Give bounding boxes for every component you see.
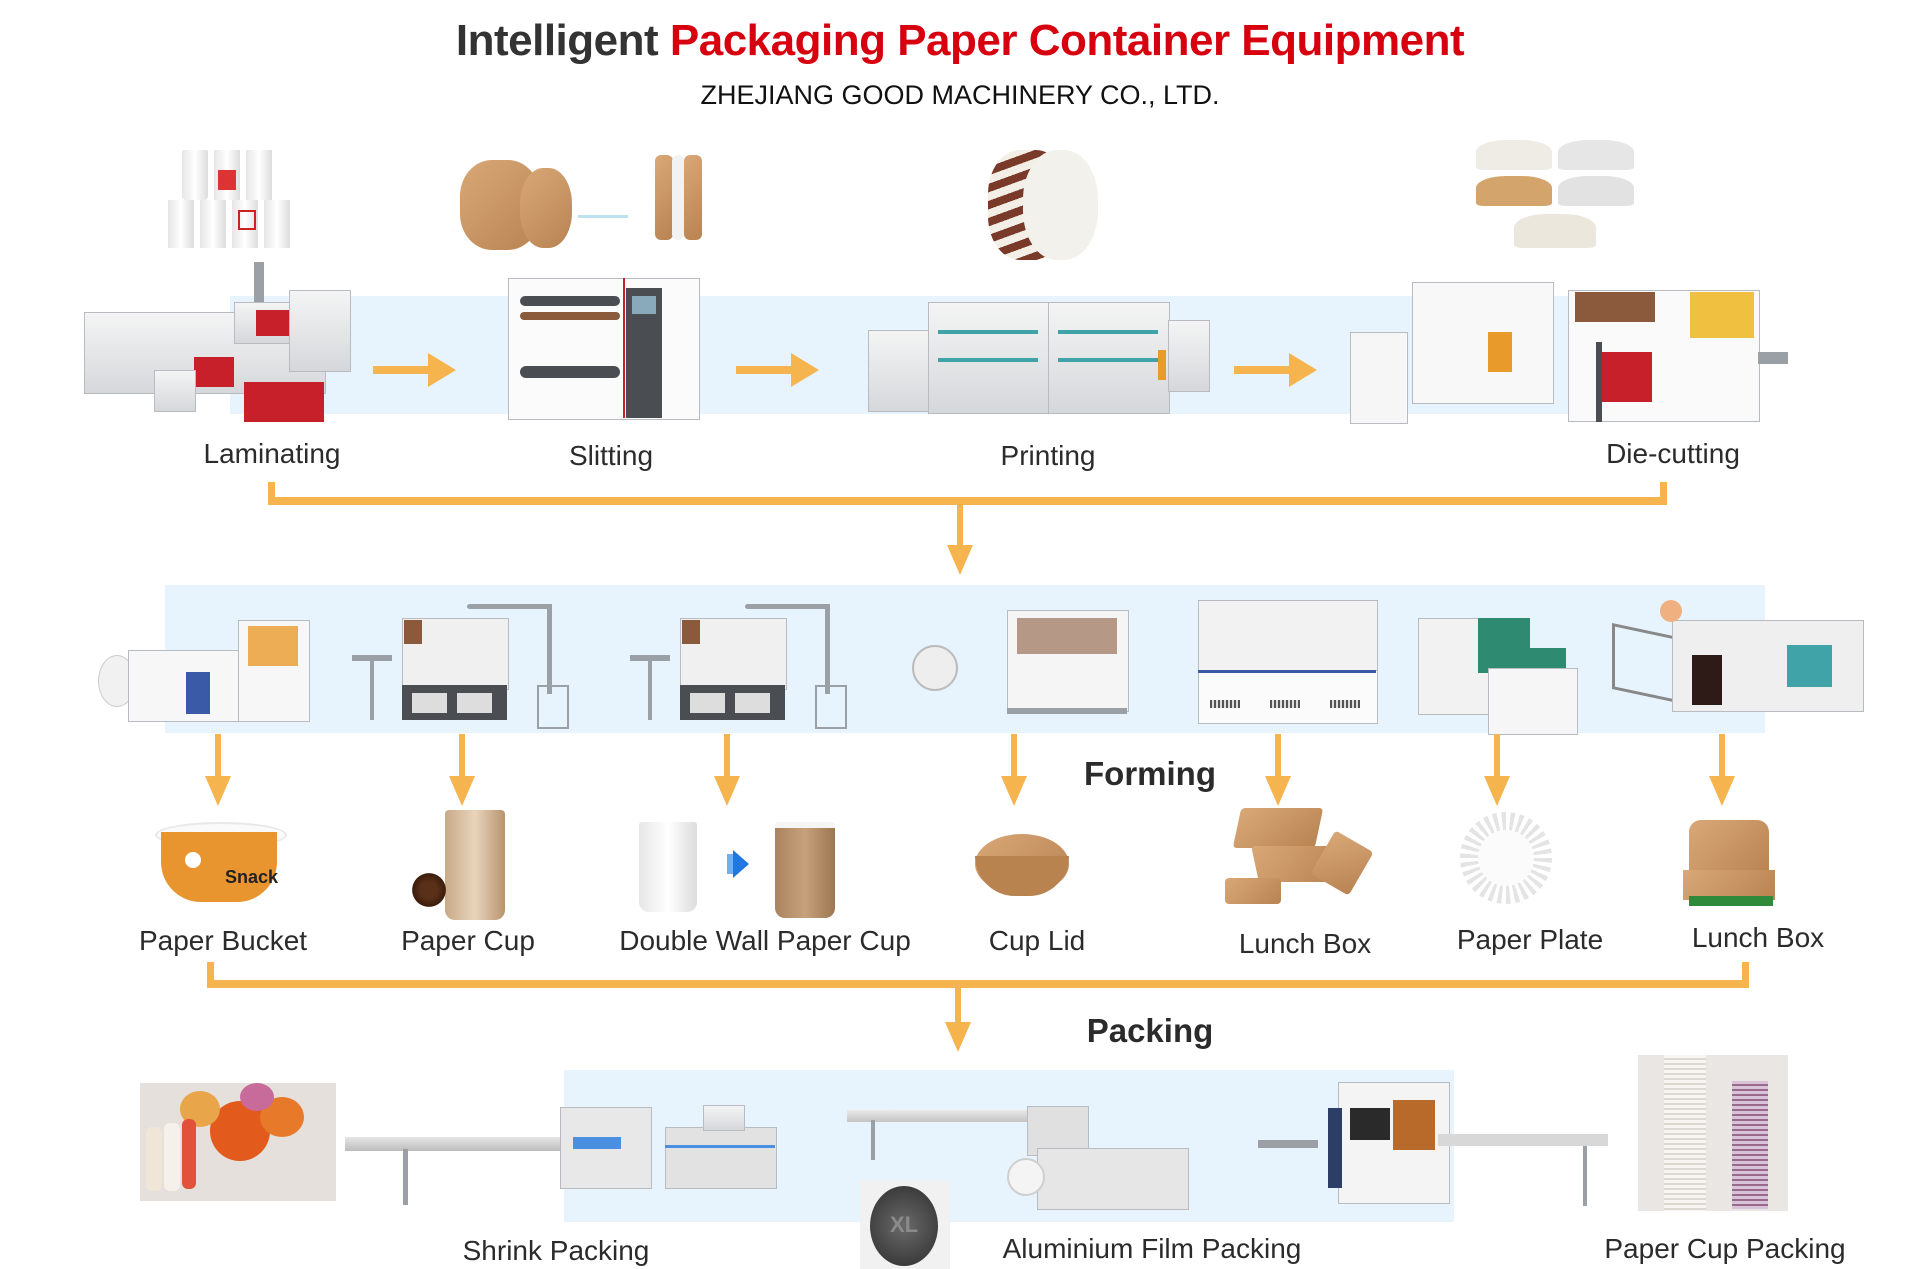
lid-badge-text: XL	[890, 1212, 919, 1237]
arrow-down-shaft	[1719, 734, 1725, 778]
title-red-part: Packaging Paper Container Equipment	[669, 16, 1465, 65]
burger-box-image	[1683, 820, 1778, 910]
xl-lid-photo: XL	[860, 1180, 950, 1269]
food-tray-image	[1225, 808, 1375, 908]
arrow-down-icon	[449, 776, 475, 806]
product-label-paper-cup: Paper Cup	[401, 925, 535, 956]
kraft-rolls-image	[460, 155, 740, 250]
title-dark-part: Intelligent	[455, 16, 659, 65]
double-wall-cup-machine-image	[630, 600, 870, 735]
bracket-right-leg	[1742, 962, 1749, 988]
arrow-down-icon	[1001, 776, 1027, 806]
paper-cup-machine-image	[352, 600, 592, 735]
arrow-down-icon	[1484, 776, 1510, 806]
burger-box-machine-image	[1612, 600, 1882, 730]
arrow-down-shaft	[1275, 734, 1281, 778]
arrow-down-shaft	[459, 734, 465, 778]
packing-label-paper-cup-packing: Paper Cup Packing	[1604, 1233, 1846, 1264]
paper-plate-image	[1460, 812, 1555, 907]
paper-cup-image	[410, 810, 520, 920]
arrow-down-shaft	[215, 734, 221, 778]
paper-bucket-machine-image	[98, 600, 310, 730]
arrow-down-icon	[945, 1022, 971, 1052]
printed-cups-image	[160, 150, 310, 250]
arrow-down-shaft	[724, 734, 730, 778]
arrow-down-icon	[947, 545, 973, 575]
noodle-cups-photo	[140, 1083, 336, 1201]
paper-plate-machine-image	[1418, 598, 1578, 738]
arrow-down-icon	[1265, 776, 1291, 806]
arrow-right-icon	[1289, 353, 1317, 387]
paper-bucket-image: Snack	[155, 822, 287, 912]
bagged-cups-photo	[1638, 1055, 1788, 1211]
cup-fans-image	[1468, 138, 1638, 253]
step-label-die-cutting: Die-cutting	[1606, 438, 1740, 469]
product-label-paper-bucket: Paper Bucket	[138, 925, 308, 956]
bracket-left-leg	[207, 962, 214, 988]
packing-label-aluminium-film-packing: Aluminium Film Packing	[1002, 1233, 1302, 1264]
company-name: ZHEJIANG GOOD MACHINERY CO., LTD.	[700, 80, 1220, 110]
die-cutting-machine-image	[1340, 272, 1880, 432]
bracket-right-leg	[1660, 482, 1667, 505]
step-label-printing: Printing	[1000, 440, 1096, 471]
double-wall-cup-image	[635, 822, 855, 918]
page-title: Intelligent Packaging Paper Container Eq…	[0, 16, 1920, 66]
arrow-down-shaft	[957, 505, 963, 547]
cup-lid-machine-image	[912, 600, 1142, 725]
product-label-cup-lid: Cup Lid	[988, 925, 1086, 956]
bracket-left-leg	[268, 482, 275, 505]
arrow-right-icon	[791, 353, 819, 387]
section-label-packing: Packing	[1086, 1012, 1214, 1049]
arrow-down-shaft	[1494, 734, 1500, 778]
aluminium-film-packing-machine-image	[847, 1088, 1227, 1218]
flow-arrow-shaft	[1234, 366, 1289, 374]
arrow-right-icon	[428, 353, 456, 387]
arrow-down-icon	[1709, 776, 1735, 806]
printed-roll-image	[988, 150, 1108, 260]
arrow-down-icon	[714, 776, 740, 806]
flow-arrow-shaft	[373, 366, 428, 374]
step-label-slitting: Slitting	[568, 440, 654, 471]
laminating-machine-image	[84, 262, 384, 432]
arrow-down-shaft	[955, 988, 961, 1026]
product-label-lunch-box-2: Lunch Box	[1691, 922, 1825, 953]
product-label-lunch-box: Lunch Box	[1238, 928, 1372, 959]
bracket-bar	[207, 980, 1749, 988]
arrow-down-shaft	[1011, 734, 1017, 778]
flow-arrow-shaft	[736, 366, 791, 374]
product-label-paper-plate: Paper Plate	[1456, 924, 1604, 955]
cup-lid-image	[975, 834, 1070, 904]
arrow-down-icon	[205, 776, 231, 806]
paper-cup-packing-machine-image	[1258, 1070, 1608, 1220]
product-label-double-wall-paper-cup: Double Wall Paper Cup	[619, 925, 911, 956]
shrink-packing-machine-image	[345, 1085, 785, 1215]
step-label-laminating: Laminating	[203, 438, 341, 469]
printing-machine-image	[868, 290, 1210, 430]
slitting-machine-image	[508, 278, 708, 430]
section-label-forming: Forming	[1084, 755, 1216, 792]
bracket-bar	[268, 497, 1667, 505]
packing-label-shrink-packing: Shrink Packing	[462, 1235, 650, 1266]
lunch-box-machine-image	[1198, 600, 1378, 725]
